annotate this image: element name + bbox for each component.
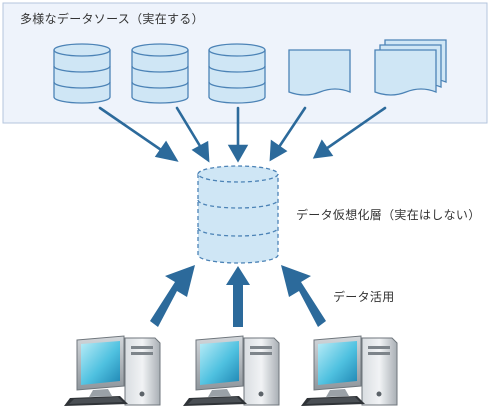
database-icon [131,43,189,104]
arrow-icon [226,266,250,327]
data-sources-title: 多様なデータソース（実在する） [20,12,204,26]
virtual-layer-database-icon [197,165,279,264]
documents-stack-icon [374,39,447,96]
document-icon [288,49,351,96]
arrow-icon [175,106,210,163]
desktop-pc-icon [183,335,280,406]
desktop-pc-icon [301,335,398,406]
arrow-icon [227,106,249,163]
usage-arrows [150,265,326,327]
arrow-icon [312,106,387,159]
virtual-layer-label: データ仮想化層（実在はしない） [296,208,481,222]
arrow-icon [281,265,326,327]
desktop-pc-icon [64,335,161,406]
source-arrows [98,106,387,163]
database-icon [53,43,111,104]
database-icon [208,43,266,104]
data-usage-label: データ活用 [333,290,395,304]
arrow-icon [150,265,195,327]
arrow-icon [98,106,179,162]
arrow-icon [269,106,307,162]
